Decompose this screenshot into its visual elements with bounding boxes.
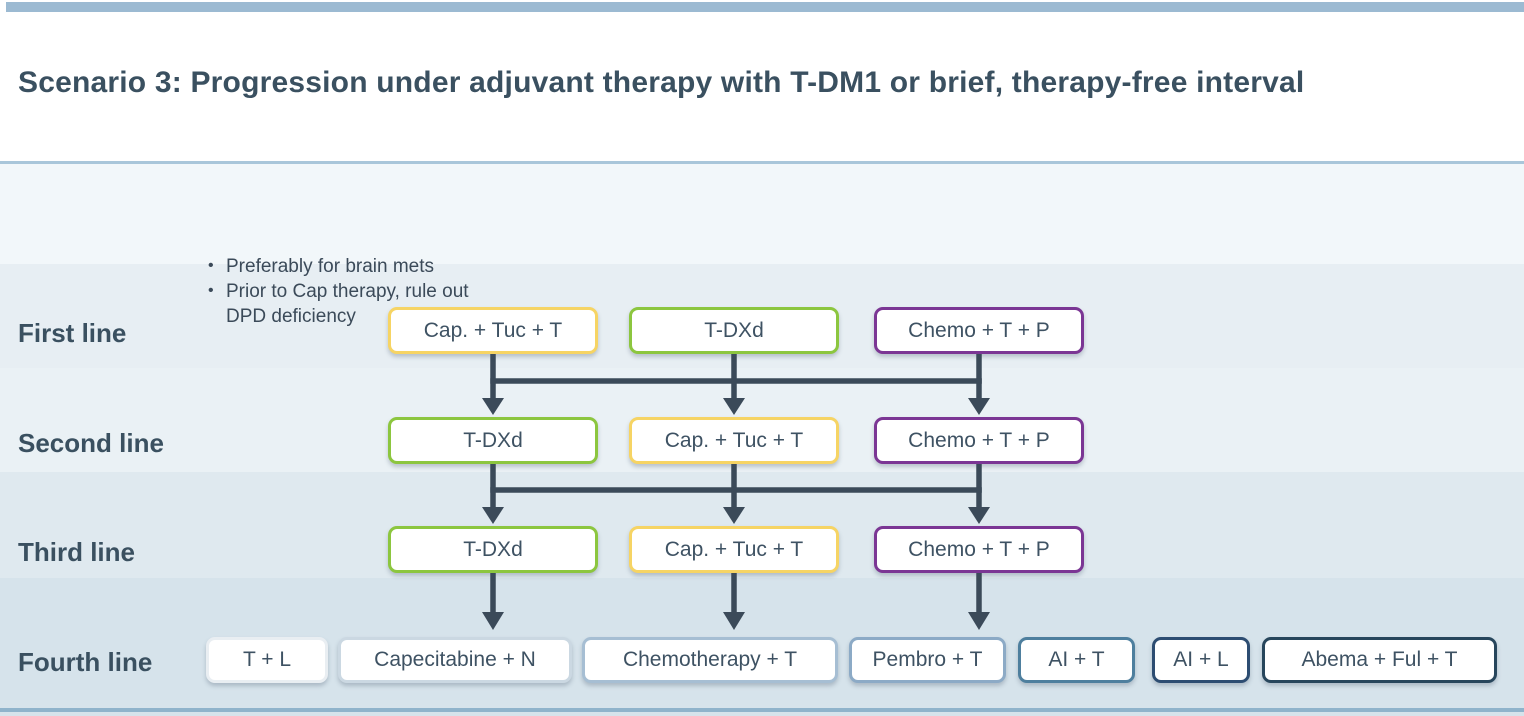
therapy-box-cap-tuc-t: Cap. + Tuc + T bbox=[629, 526, 839, 573]
note-bullet: • Preferably for brain mets bbox=[204, 254, 482, 279]
bullet-icon: • bbox=[208, 257, 214, 274]
therapy-box-t-dxd: T-DXd bbox=[388, 526, 598, 573]
note-text: Preferably for brain mets bbox=[226, 256, 435, 277]
first-line-notes: • Preferably for brain mets • Prior to C… bbox=[204, 254, 482, 329]
note-bullet: • Prior to Cap therapy, rule out DPD def… bbox=[204, 279, 482, 329]
therapy-box-chemo-t-p: Chemo + T + P bbox=[874, 307, 1084, 354]
therapy-box-ai-t: AI + T bbox=[1018, 637, 1135, 683]
row-label-third-line: Third line bbox=[18, 537, 135, 567]
therapy-box-cap-tuc-t: Cap. + Tuc + T bbox=[629, 417, 839, 464]
row-label-first-line: First line bbox=[18, 318, 127, 348]
therapy-box-t-l: T + L bbox=[206, 637, 328, 683]
page-title: Scenario 3: Progression under adjuvant t… bbox=[18, 66, 1305, 99]
therapy-box-abema-ful-t: Abema + Ful + T bbox=[1262, 637, 1497, 683]
therapy-box-chemo-t-p: Chemo + T + P bbox=[874, 417, 1084, 464]
row-label-second-line: Second line bbox=[18, 428, 164, 458]
therapy-box-t-dxd: T-DXd bbox=[629, 307, 839, 354]
therapy-box-chemo-t-p: Chemo + T + P bbox=[874, 526, 1084, 573]
therapy-box-capecitabine-n: Capecitabine + N bbox=[338, 637, 572, 683]
top-accent-bar bbox=[6, 2, 1524, 12]
background-band bbox=[0, 164, 1524, 264]
bullet-icon: • bbox=[208, 282, 214, 299]
therapy-box-ai-l: AI + L bbox=[1152, 637, 1250, 683]
therapy-box-t-dxd: T-DXd bbox=[388, 417, 598, 464]
note-text: Prior to Cap therapy, rule out DPD defic… bbox=[226, 281, 469, 327]
bottom-accent-bar bbox=[0, 708, 1524, 712]
header-divider bbox=[0, 161, 1524, 164]
therapy-box-pembro-t: Pembro + T bbox=[849, 637, 1006, 683]
therapy-box-chemotherapy-t: Chemotherapy + T bbox=[582, 637, 838, 683]
therapy-box-cap-tuc-t: Cap. + Tuc + T bbox=[388, 307, 598, 354]
row-label-fourth-line: Fourth line bbox=[18, 647, 153, 677]
